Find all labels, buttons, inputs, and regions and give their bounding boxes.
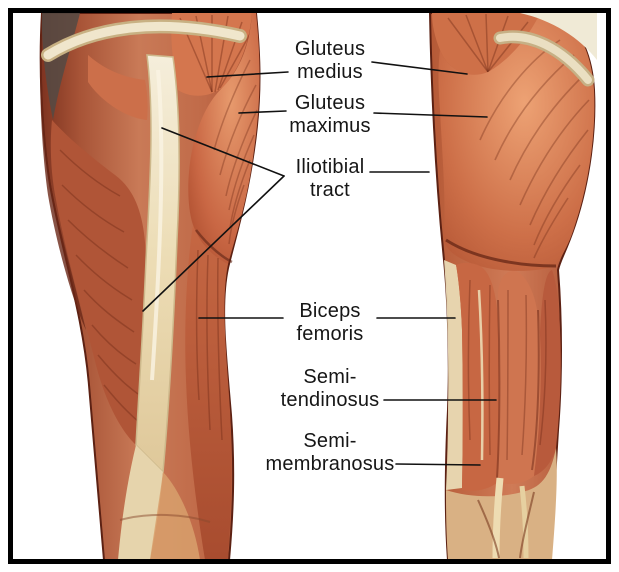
label-line-1: Iliotibial (295, 156, 365, 178)
label-semitendinosus: Semi- tendinosus (281, 366, 380, 412)
label-line-2: tendinosus (280, 389, 380, 411)
figure-posterior-thigh (428, 13, 597, 559)
semimembranosus-shape (534, 270, 561, 476)
leader-gluteus-maximus-left (238, 110, 287, 114)
label-biceps-femoris: Biceps femoris (297, 300, 364, 346)
leader-semimembranosus (395, 463, 481, 466)
biceps-femoris-left-shape (185, 225, 232, 559)
label-gluteus-maximus: Gluteus maximus (289, 92, 370, 138)
gluteus-maximus-right-shape (438, 13, 595, 271)
leader-gluteus-maximus-right (373, 112, 488, 118)
label-line-1: Semi- (303, 430, 357, 452)
label-line-1: Gluteus (294, 92, 366, 114)
label-gluteus-medius: Gluteus medius (295, 38, 365, 84)
leader-iliotibial-upper (161, 127, 285, 177)
leader-gluteus-medius-left (206, 71, 289, 78)
biceps-femoris-right-shape (456, 262, 500, 491)
semitendinosus-shape (498, 270, 541, 484)
leader-gluteus-medius-right (371, 61, 468, 75)
label-line-2: maximus (289, 115, 371, 137)
label-semimembranosus: Semi- membranosus (266, 430, 395, 476)
leader-iliotibial-lower (142, 175, 285, 312)
label-line-2: medius (297, 61, 363, 83)
label-line-1: Semi- (303, 366, 357, 388)
figure-lateral-thigh (39, 13, 261, 559)
label-line-2: tract (310, 179, 350, 201)
label-iliotibial-tract: Iliotibial tract (296, 156, 365, 202)
gluteus-maximus-left-shape (188, 13, 260, 264)
label-line-2: membranosus (265, 453, 395, 475)
leader-lines (142, 61, 497, 466)
label-line-2: femoris (296, 323, 364, 345)
label-line-1: Biceps (299, 300, 361, 322)
gluteus-medius-right-shape (432, 13, 540, 75)
label-line-1: Gluteus (294, 38, 366, 60)
